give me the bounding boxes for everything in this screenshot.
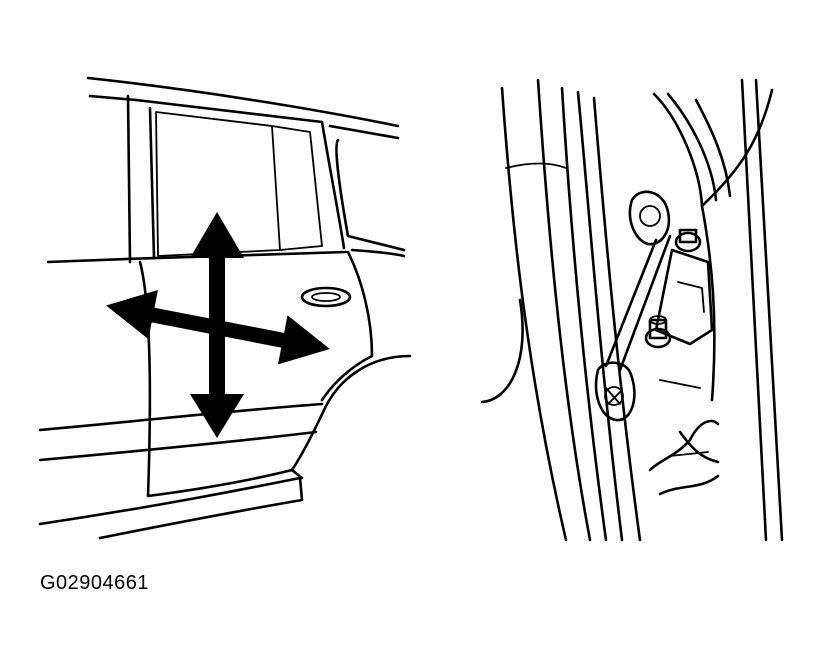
- wheel-arch: [290, 354, 412, 472]
- adjustment-arrows: [106, 212, 330, 438]
- lower-bolt: [644, 327, 672, 349]
- rocker-panel: [38, 476, 304, 540]
- door-handle: [300, 286, 352, 308]
- wrench-shaft: [604, 234, 672, 372]
- striker-bolts: [644, 228, 702, 349]
- upper-bolt: [674, 231, 702, 253]
- door-striker-view: [480, 78, 784, 542]
- door-front-edge: [138, 260, 152, 498]
- door-rear-edge: [346, 250, 374, 358]
- roof-line: [86, 76, 400, 128]
- quarter-window: [335, 138, 406, 252]
- figure-id-label: G02904661: [40, 572, 150, 594]
- rear-door-view: [38, 76, 412, 540]
- wrench-upper-head: [628, 190, 671, 246]
- wrench: [594, 190, 672, 422]
- wrench-lower-head: [594, 361, 636, 422]
- window-frame: [134, 98, 346, 250]
- door-bottom: [146, 468, 304, 498]
- horizontal-arrow: [106, 290, 330, 365]
